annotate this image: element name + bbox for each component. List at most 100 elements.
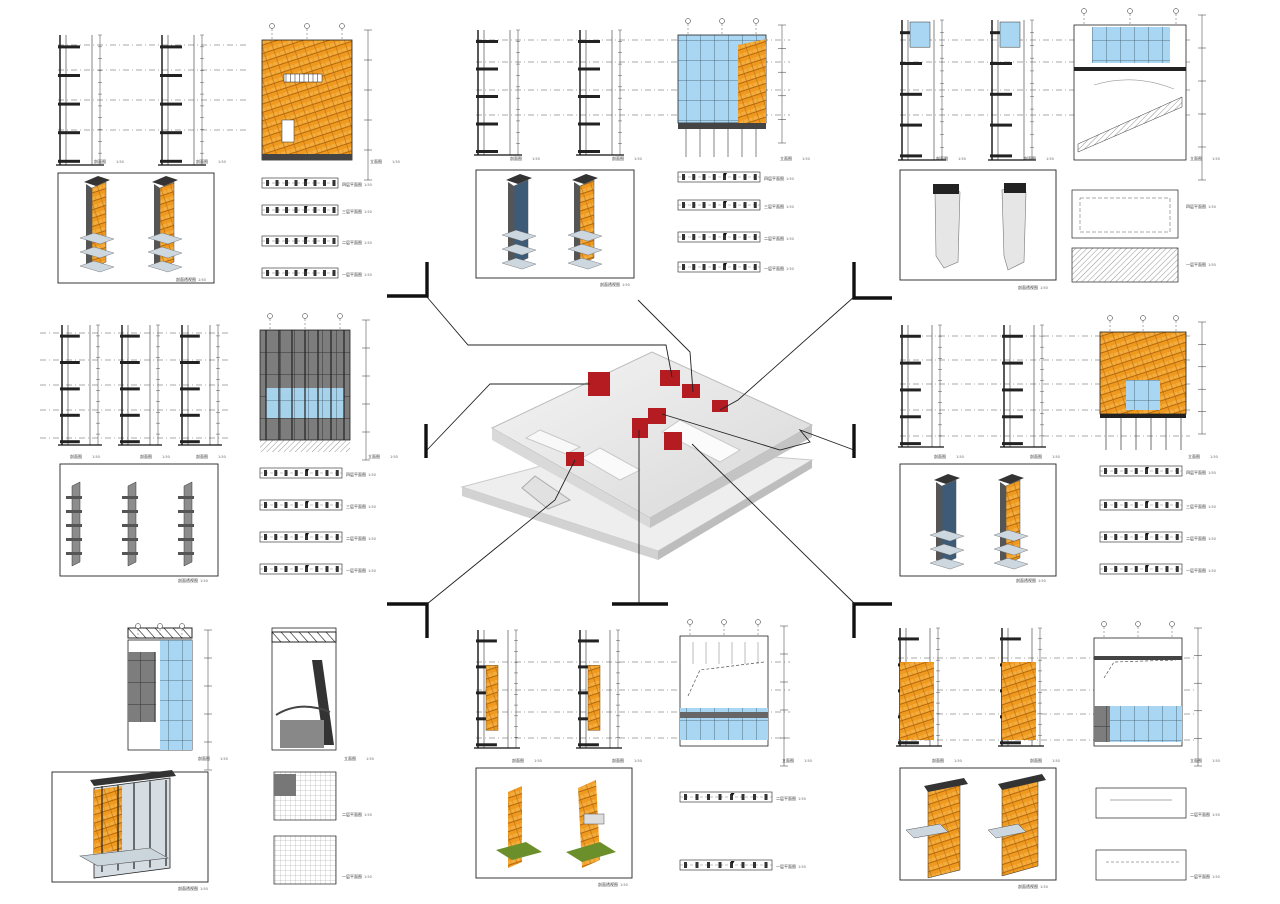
drawing-label: 剖面图: [612, 757, 624, 763]
scale-label: 1:50: [368, 569, 376, 573]
drawing-label: 剖面图: [198, 755, 210, 761]
model-marker-8: [566, 452, 584, 466]
scale-label: 1:50: [200, 579, 208, 583]
scale-label: 1:50: [390, 455, 398, 459]
drawing-label: 二层平面图: [764, 235, 784, 241]
scale-label: 1:50: [620, 883, 628, 887]
drawing-label: 一层平面图: [764, 265, 784, 271]
scale-label: 1:50: [364, 241, 372, 245]
scale-label: 1:50: [364, 813, 372, 817]
scale-label: 1:50: [116, 160, 124, 164]
scale-label: 1:50: [958, 157, 966, 161]
scale-label: 1:50: [218, 160, 226, 164]
drawing-label: 剖面透视图: [598, 881, 618, 887]
drawing-label: 四层平面图: [342, 181, 362, 187]
drawing-label: 二层平面图: [776, 795, 796, 801]
drawing-label: 立面图: [1190, 757, 1202, 763]
drawing-label: 剖面透视图: [1018, 284, 1038, 290]
scale-label: 1:50: [798, 865, 806, 869]
scale-label: 1:50: [1208, 205, 1216, 209]
drawing-label: 剖面图: [70, 453, 82, 459]
scale-label: 1:50: [366, 757, 374, 761]
scale-label: 1:50: [534, 759, 542, 763]
scale-label: 1:50: [1052, 759, 1060, 763]
drawing-label: 四层平面图: [1186, 469, 1206, 475]
axo-frame: [899, 169, 1057, 281]
scale-label: 1:50: [200, 887, 208, 891]
drawing-label: 剖面图: [936, 155, 948, 161]
drawing-label: 二层平面图: [1190, 811, 1210, 817]
plan-detail: [273, 835, 337, 885]
drawing-label: 立面图: [368, 453, 380, 459]
model-marker-4: [712, 400, 728, 412]
scale-label: 1:50: [1208, 505, 1216, 509]
scale-label: 1:50: [368, 473, 376, 477]
drawing-label: 立面图: [370, 158, 382, 164]
scale-label: 1:50: [364, 183, 372, 187]
drawing-label: 一层平面图: [1186, 567, 1206, 573]
axo-frame: [59, 463, 219, 577]
corner-markers: [387, 262, 892, 638]
drawing-label: 剖面透视图: [178, 577, 198, 583]
scale-label: 1:50: [364, 273, 372, 277]
axo-frame: [899, 463, 1057, 577]
scale-label: 1:50: [634, 157, 642, 161]
drawing-label: 立面图: [344, 755, 356, 761]
model-marker-1: [588, 372, 610, 396]
drawing-label: 一层平面图: [346, 567, 366, 573]
drawing-label: 立面图: [782, 757, 794, 763]
drawing-label: 三层平面图: [1186, 503, 1206, 509]
drawing-label: 立面图: [1190, 155, 1202, 161]
scale-label: 1:50: [1210, 455, 1218, 459]
scale-label: 1:50: [1208, 471, 1216, 475]
scale-label: 1:50: [162, 455, 170, 459]
scale-label: 1:50: [786, 177, 794, 181]
drawing-label: 二层平面图: [342, 811, 362, 817]
model-marker-5: [632, 418, 648, 438]
drawing-label: 三层平面图: [346, 503, 366, 509]
scale-label: 1:50: [804, 759, 812, 763]
model-marker-2: [660, 370, 680, 386]
drawing-label: 剖面图: [512, 757, 524, 763]
scale-label: 1:50: [1212, 157, 1220, 161]
scale-label: 1:50: [1040, 885, 1048, 889]
drawing-label: 一层平面图: [1190, 873, 1210, 879]
scale-label: 1:50: [798, 797, 806, 801]
drawing-label: 一层平面图: [1186, 261, 1206, 267]
drawing-label: 剖面图: [934, 453, 946, 459]
scale-label: 1:50: [634, 759, 642, 763]
drawing-label: 四层平面图: [1186, 203, 1206, 209]
drawing-label: 剖面图: [1030, 757, 1042, 763]
drawing-label: 四层平面图: [346, 471, 366, 477]
drawing-label: 一层平面图: [776, 863, 796, 869]
drawing-label: 立面图: [1188, 453, 1200, 459]
drawing-label: 四层平面图: [764, 175, 784, 181]
central-model: [460, 351, 814, 560]
scale-label: 1:50: [368, 505, 376, 509]
drawing-label: 二层平面图: [346, 535, 366, 541]
drawing-label: 立面图: [780, 155, 792, 161]
scale-label: 1:50: [220, 757, 228, 761]
scale-label: 1:50: [198, 278, 206, 282]
scale-label: 1:50: [364, 875, 372, 879]
drawing-label: 剖面透视图: [1018, 883, 1038, 889]
scale-label: 1:50: [1040, 286, 1048, 290]
axo-frame: [475, 169, 635, 279]
drawing-label: 一层平面图: [342, 271, 362, 277]
scale-label: 1:50: [786, 237, 794, 241]
axo-piece: [934, 185, 961, 269]
drawing-label: 剖面图: [196, 453, 208, 459]
model-marker-7: [664, 432, 682, 450]
plan-detail: [1095, 849, 1187, 881]
drawing-label: 剖面透视图: [1016, 577, 1036, 583]
drawing-label: 剖面透视图: [176, 276, 196, 282]
scale-label: 1:50: [1208, 569, 1216, 573]
scale-label: 1:50: [1208, 537, 1216, 541]
plan-detail: [1095, 787, 1187, 819]
